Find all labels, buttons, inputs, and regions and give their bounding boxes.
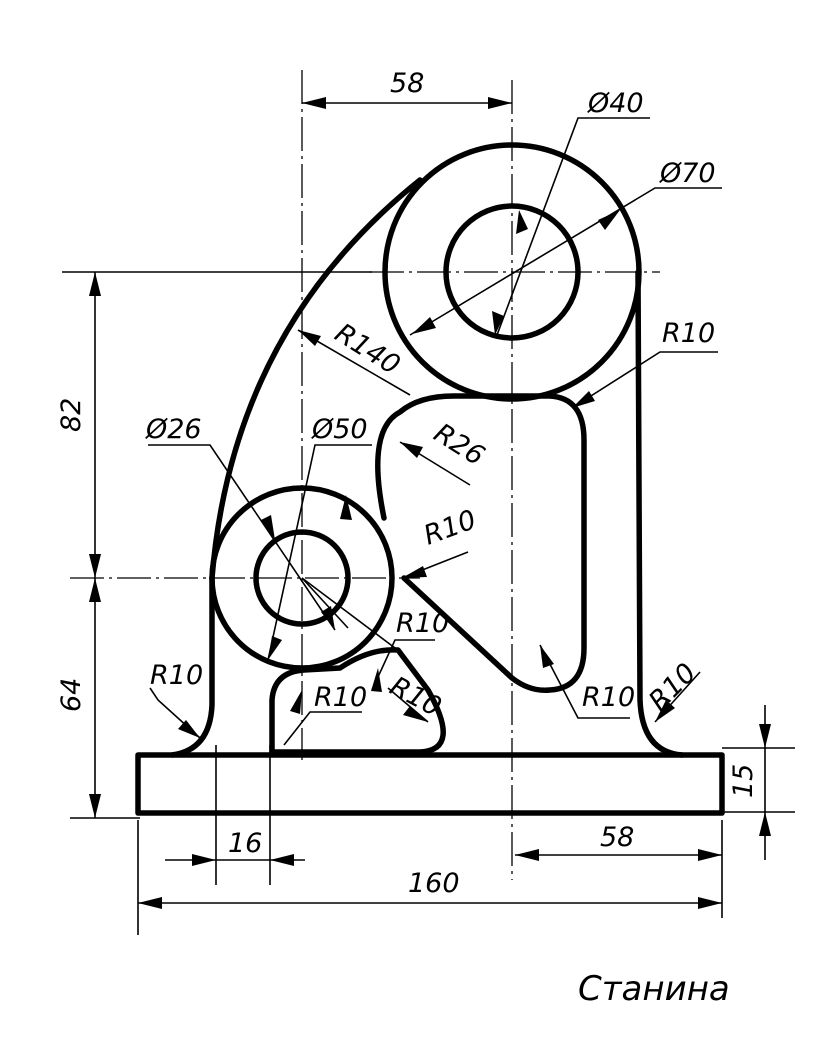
base-plate (135, 752, 725, 816)
leader-r10-slot (571, 351, 718, 409)
arrow (402, 566, 427, 578)
arrow (138, 897, 162, 909)
arrow (89, 272, 101, 296)
label-r10-slot-bottom: R10 (582, 682, 635, 713)
leader-d26 (148, 444, 336, 631)
small-boss-cross-2 (301, 577, 396, 649)
arrow (340, 495, 352, 520)
label-r10-right-base: R10 (643, 657, 702, 716)
label-d70: Ø70 (659, 158, 716, 189)
center-lines (70, 70, 660, 880)
label-r10-pocket-left: R10 (314, 682, 367, 713)
part-outline (135, 142, 725, 816)
right-side (635, 269, 685, 758)
small-boss-cross-1 (301, 577, 349, 629)
arrow (488, 97, 512, 109)
arrow (759, 812, 771, 836)
outer-arc-r140 (209, 177, 423, 581)
drawing-title: Станина (578, 969, 730, 1009)
arrow (400, 442, 423, 458)
arrow (698, 849, 722, 861)
arrow (89, 554, 101, 578)
arrow (655, 700, 675, 722)
arrow (290, 690, 302, 714)
arrow (515, 849, 539, 861)
arrow (192, 854, 216, 866)
label-r140: R140 (329, 318, 405, 382)
label-d40: Ø40 (587, 88, 644, 119)
arrow (516, 210, 528, 234)
label-r10-slot: R10 (662, 318, 715, 349)
arrow (412, 317, 436, 334)
arrow (321, 606, 335, 630)
arrow (371, 668, 382, 692)
small-bore-circle (253, 529, 351, 627)
arrow (698, 897, 722, 909)
label-58-top: 58 (390, 68, 424, 99)
dimension-lines (89, 97, 771, 909)
leader-d70 (409, 187, 722, 336)
label-82: 82 (56, 398, 87, 432)
arrow (298, 330, 321, 346)
inner-slot (375, 393, 587, 693)
label-r10-left-base: R10 (150, 660, 203, 691)
label-160: 160 (408, 868, 460, 899)
arrow (759, 724, 771, 748)
leader-r10-pocket-left (283, 711, 362, 746)
leader-r10-pocket-top (371, 639, 435, 691)
leader-d40 (496, 117, 650, 336)
label-16: 16 (228, 828, 262, 859)
label-64: 64 (56, 678, 87, 712)
label-r10-boss: R10 (420, 504, 481, 551)
arrow (403, 706, 428, 722)
arrow (178, 720, 200, 738)
leader-r10-slot-bottom (539, 644, 630, 719)
label-d26: Ø26 (145, 414, 202, 445)
label-d50: Ø50 (311, 414, 368, 445)
arrow (540, 645, 554, 668)
leader-d50 (267, 444, 372, 661)
big-bore-circle (443, 203, 581, 341)
arrow (270, 854, 294, 866)
label-15: 15 (728, 764, 759, 798)
arrow (572, 391, 595, 408)
left-foot (169, 575, 215, 758)
arrow (302, 97, 326, 109)
arrow (261, 515, 275, 540)
label-58-bottom: 58 (600, 822, 634, 853)
label-r26: R26 (428, 418, 489, 472)
arrow (268, 636, 282, 660)
arrow (89, 578, 101, 602)
arrow (89, 794, 101, 818)
arrow (492, 311, 504, 335)
lower-pocket (269, 647, 446, 755)
arrow (598, 210, 620, 230)
label-r10-pocket-top: R10 (396, 608, 449, 639)
